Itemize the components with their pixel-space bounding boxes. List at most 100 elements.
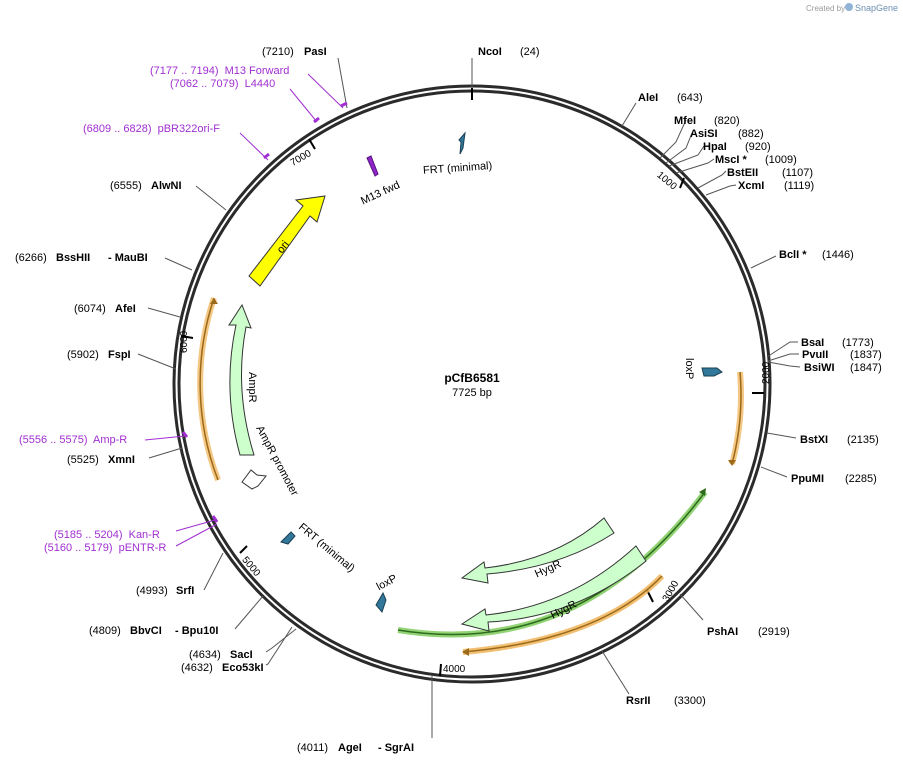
primer-labels: (7177 .. 7194) M13 Forward (7062 .. 7079… [19,65,289,554]
site-ppumi[interactable]: PpuMI [791,473,824,485]
site-bstxi[interactable]: BstXI [800,434,828,446]
orf-arcs [197,297,744,656]
site-maubi[interactable]: - MauBI [108,252,148,264]
site-eco53ki[interactable]: Eco53kI [222,662,264,674]
site-msci[interactable]: MscI * [715,154,748,166]
feature-ampr[interactable] [228,303,255,456]
site-asisi[interactable]: AsiSI [690,128,718,140]
feature-ori[interactable] [248,195,326,287]
svg-text:(6555): (6555) [110,180,142,192]
feature-hygr-2[interactable] [460,545,647,632]
orf-ampr-arrow [210,298,218,304]
svg-text:(820): (820) [714,115,740,127]
site-bbvci[interactable]: BbvCI [130,625,162,637]
primer-l4440[interactable]: (7062 .. 7079) L4440 [170,78,275,90]
svg-text:(24): (24) [520,46,540,58]
svg-text:(3300): (3300) [674,695,706,707]
site-bpu10i[interactable]: - Bpu10I [175,625,218,637]
primer-kan-r[interactable]: (5185 .. 5204) Kan-R [54,529,160,541]
site-fspi[interactable]: FspI [108,349,131,361]
svg-text:(4632): (4632) [181,662,213,674]
svg-text:(5525): (5525) [67,454,99,466]
site-hpai[interactable]: HpaI [703,141,727,153]
svg-text:(1837): (1837) [850,349,882,361]
feature-ampr-promoter-label: AmpR promoter [253,424,300,498]
site-ncoi[interactable]: NcoI [478,46,502,58]
primer-leader-lines [144,73,344,547]
site-afei[interactable]: AfeI [115,303,136,315]
site-alei[interactable]: AleI [638,92,658,104]
tick-label-4000: 4000 [443,664,466,675]
site-alwni[interactable]: AlwNI [151,180,182,192]
svg-text:(4634): (4634) [189,649,221,661]
snapgene-logo-icon [845,3,853,11]
site-bsiwi[interactable]: BsiWI [804,362,835,374]
feature-m13-fwd[interactable] [366,155,379,177]
primer-mark-kan-r [211,515,219,523]
site-rsrii[interactable]: RsrII [626,695,650,707]
site-bsteii[interactable]: BstEII [727,167,758,179]
site-mfei[interactable]: MfeI [674,115,696,127]
site-srfi[interactable]: SrfI [176,585,194,597]
primer-mark-amp-r [181,431,189,438]
tick-4000 [439,663,442,677]
feature-m13-fwd-label: M13 fwd [359,179,402,207]
site-xmni[interactable]: XmnI [108,454,135,466]
svg-text:(4011): (4011) [297,742,328,754]
snapgene-credit: Created by SnapGene [806,3,898,13]
site-bsai[interactable]: BsaI [801,337,824,349]
svg-text:(6266): (6266) [15,252,47,264]
svg-text:(5902): (5902) [67,349,99,361]
primer-m13-forward[interactable]: (7177 .. 7194) M13 Forward [150,65,289,77]
site-saci[interactable]: SacI [230,649,253,661]
feature-loxp-right[interactable] [701,367,723,377]
svg-text:(4809): (4809) [89,625,121,637]
feature-hygr-1[interactable] [460,517,615,584]
primer-amp-r[interactable]: (5556 .. 5575) Amp-R [19,434,127,446]
site-pvuii[interactable]: PvuII [802,349,828,361]
site-pshai[interactable]: PshAI [707,626,738,638]
primer-mark-l4440 [313,116,320,124]
feature-ampr-promoter[interactable] [241,469,267,490]
svg-text:(1119): (1119) [784,180,814,192]
orf-hygr-orange-arrow [462,648,469,656]
tick-7000 [308,138,316,150]
primer-marks [181,101,348,523]
orf-hygr-green-arrow [699,488,706,496]
feature-frt-top[interactable] [458,131,466,155]
site-labels: NcoI (24) AleI (643) MfeI (820) AsiSI (8… [15,46,882,754]
credit-text: Created by [806,4,845,13]
primer-mark-m13-forward [340,101,348,108]
site-bcli[interactable]: BclI * [779,249,807,261]
site-bsshii[interactable]: BssHII [56,252,90,264]
site-sgrai[interactable]: - SgrAI [378,742,414,754]
feature-loxp-right-label: loxP [683,358,695,379]
primer-pbr322ori-f[interactable]: (6809 .. 6828) pBR322ori-F [83,123,220,135]
svg-text:(1773): (1773) [842,337,874,349]
primer-pentr-r[interactable]: (5160 .. 5179) pENTR-R [44,542,166,554]
feature-frt-top-label: FRT (minimal) [423,160,493,177]
plasmid-length: 7725 bp [452,387,492,399]
svg-text:(1009): (1009) [765,154,797,166]
svg-text:(643): (643) [677,92,703,104]
svg-text:(6074): (6074) [74,303,106,315]
feature-loxp-bottom-label: loxP [375,573,400,594]
feature-frt-bottom[interactable] [280,531,296,545]
svg-text:(1847): (1847) [850,362,882,374]
svg-text:(882): (882) [738,128,764,140]
site-agei[interactable]: AgeI [338,742,362,754]
svg-text:(1107): (1107) [782,167,813,179]
feature-ampr-label: AmpR [246,372,258,403]
svg-text:(2285): (2285) [845,473,877,485]
svg-text:(4993): (4993) [136,585,168,597]
svg-text:(1446): (1446) [822,249,854,261]
site-pasi[interactable]: PasI [304,46,327,58]
svg-text:(2135): (2135) [847,434,879,446]
tick-label-2000: 2000 [761,361,772,384]
site-xcmi[interactable]: XcmI [738,180,764,192]
plasmid-name: pCfB6581 [444,371,500,385]
feature-ori-label: ori [275,239,292,256]
orf-right-arrow [728,460,736,466]
feature-loxp-bottom[interactable] [375,591,387,613]
